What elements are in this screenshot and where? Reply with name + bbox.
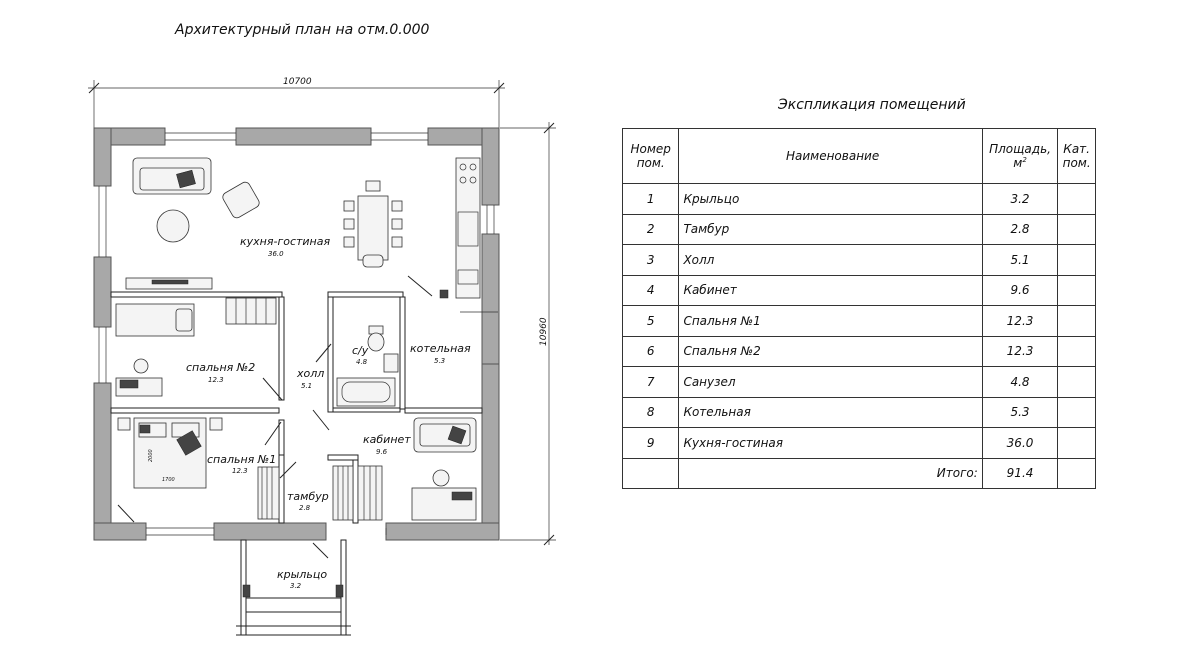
- header-category: Кат.пом.: [1057, 128, 1096, 184]
- interior-walls: [110, 275, 483, 559]
- header-name: Наименование: [678, 128, 983, 184]
- table-row: 7 Санузел 4.8: [621, 366, 1096, 398]
- room-label-porch: крыльцо: [277, 568, 327, 581]
- table-row: 5 Спальня №1 12.3: [621, 305, 1096, 337]
- dim-width: 10700: [283, 77, 312, 87]
- total-label: Итого:: [678, 457, 983, 489]
- bed-width-label: 1700: [162, 477, 175, 483]
- room-label-hall: холл: [296, 367, 324, 380]
- table-row: 3 Холл 5.1: [621, 244, 1096, 276]
- plan-title: Архитектурный план на отм.0.000: [175, 22, 430, 38]
- room-area-porch: 3.2: [290, 582, 302, 590]
- storage-hatching: [225, 297, 383, 521]
- room-area-bedroom1: 12.3: [232, 467, 248, 475]
- table-row: 1 Крыльцо 3.2: [621, 183, 1096, 215]
- room-area-office: 9.6: [376, 448, 388, 456]
- room-label-office: кабинет: [363, 433, 411, 446]
- room-label-wc: с/у: [352, 344, 369, 357]
- room-label-kitchen: кухня-гостиная: [240, 235, 330, 248]
- porch: [236, 539, 351, 636]
- furniture: [115, 157, 498, 521]
- room-area-boiler: 5.3: [434, 357, 445, 365]
- dimension-lines: [88, 80, 556, 546]
- table-row: 8 Котельная 5.3: [621, 396, 1096, 428]
- table-row: 6 Спальня №2 12.3: [621, 335, 1096, 367]
- total-value: 91.4: [981, 457, 1059, 489]
- dim-height: 10960: [539, 317, 549, 346]
- table-row: 2 Тамбур 2.8: [621, 213, 1096, 245]
- room-label-vestibule: тамбур: [287, 490, 329, 503]
- room-area-wc: 4.8: [356, 358, 368, 366]
- exterior-walls: [93, 127, 500, 541]
- room-label-bedroom1: спальня №1: [207, 453, 276, 466]
- table-total-row: Итого: 91.4: [621, 457, 1096, 489]
- room-area-kitchen: 36.0: [268, 250, 284, 258]
- room-area-hall: 5.1: [301, 382, 312, 390]
- room-area-vestibule: 2.8: [299, 504, 311, 512]
- table-row: 9 Кухня-гостиная 36.0: [621, 427, 1096, 459]
- room-label-bedroom2: спальня №2: [186, 361, 255, 374]
- header-area: Площадь,м2: [981, 128, 1059, 184]
- bed-length-label: 2000: [148, 449, 154, 462]
- explication-title: Экспликация помещений: [778, 97, 966, 113]
- room-label-boiler: котельная: [410, 342, 471, 355]
- room-area-bedroom2: 12.3: [208, 376, 224, 384]
- table-row: 4 Кабинет 9.6: [621, 274, 1096, 306]
